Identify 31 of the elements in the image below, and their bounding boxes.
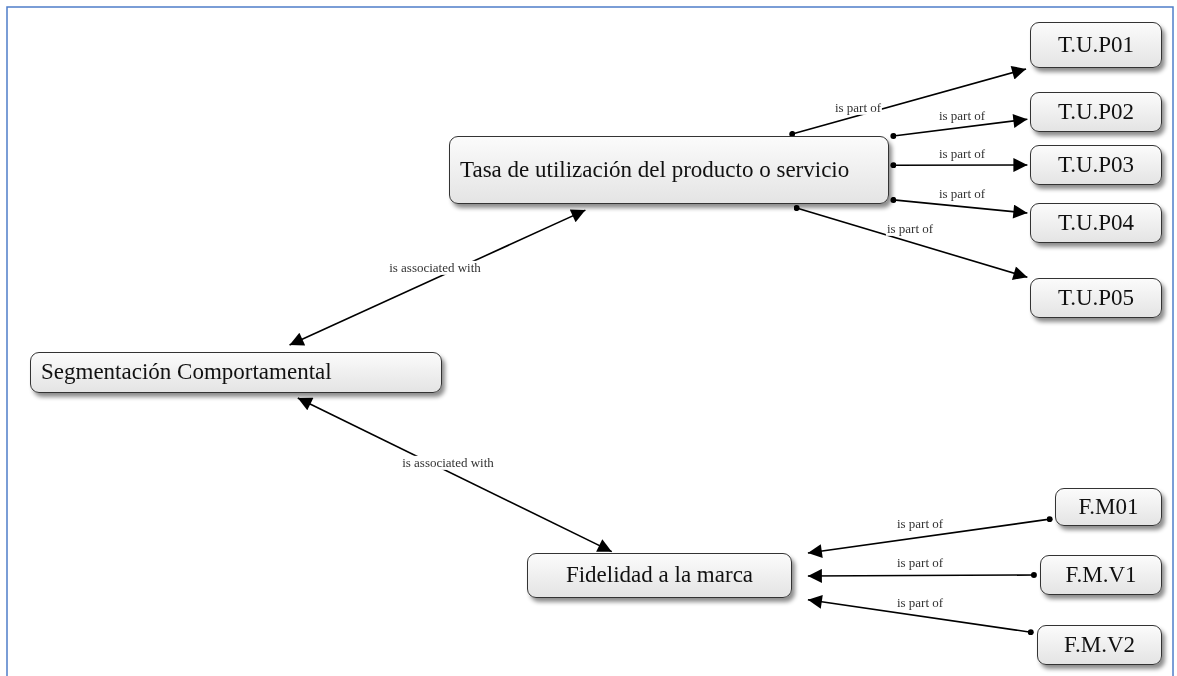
arrow [890, 196, 1029, 219]
edge-label: is part of [885, 221, 935, 237]
concept-box: F.M01 [1055, 488, 1162, 526]
edge-label: is associated with [401, 455, 495, 471]
arrow [807, 594, 1034, 636]
arrow [288, 209, 587, 346]
concept-box: Segmentación Comportamental [30, 352, 442, 393]
edge-label: is part of [937, 108, 987, 124]
concept-box: Tasa de utilización del producto o servicio [449, 136, 889, 204]
edge-label: is part of [833, 100, 883, 116]
arrow [789, 65, 1027, 137]
arrow [807, 516, 1053, 558]
arrow [890, 114, 1029, 139]
arrow [793, 205, 1029, 280]
concept-box: F.M.V1 [1040, 555, 1162, 595]
edge-label: is part of [937, 146, 987, 162]
arrow [890, 158, 1029, 173]
edge-label: is part of [937, 186, 987, 202]
edge-label: is part of [895, 516, 945, 532]
concept-box: T.U.P03 [1030, 145, 1162, 185]
concept-box: T.U.P05 [1030, 278, 1162, 318]
arrow [807, 568, 1037, 583]
concept-box: F.M.V2 [1037, 625, 1162, 665]
arrow [297, 397, 613, 553]
concept-box: T.U.P01 [1030, 22, 1162, 68]
edge-label: is part of [895, 555, 945, 571]
concept-box: T.U.P02 [1030, 92, 1162, 132]
edge-label: is associated with [388, 260, 482, 276]
concept-box: T.U.P04 [1030, 203, 1162, 243]
concept-box: Fidelidad a la marca [527, 553, 792, 598]
edge-label: is part of [895, 595, 945, 611]
